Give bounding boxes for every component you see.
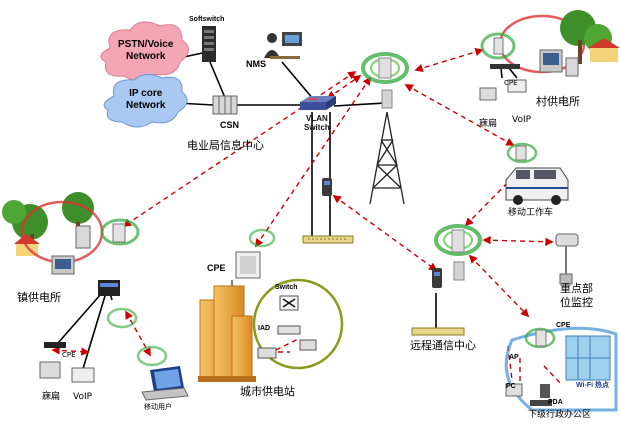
office-cpe-label: CPE (556, 322, 571, 329)
pstn-voice-network-cloud (100, 21, 189, 81)
key-monitor-label: 重点部 位监控 (560, 282, 593, 309)
pstn-cloud-label: PSTN/Voice Network (118, 39, 174, 62)
lower-office-label: 下级行政办公区 (528, 410, 592, 420)
transmission-tower (369, 111, 405, 205)
village-voip-label: VoIP (512, 115, 532, 125)
ip-core-network-cloud (103, 74, 188, 128)
remote-communication-center (411, 224, 482, 336)
surveillance-camera (555, 233, 579, 285)
town-station-label: 镇供电所 (17, 291, 61, 304)
city-supply-station (198, 228, 344, 382)
info-center-label: 电业局信息中心 (187, 139, 264, 152)
ip-cloud-label: IP core Network (126, 88, 166, 111)
vlan-switch-label: VLAN Switch (304, 114, 330, 132)
city-switch-label: Switch (275, 284, 298, 291)
town-fax-label: 寐扁 (42, 392, 61, 402)
lower-office-scene (504, 326, 618, 412)
town-voip-label: VoIP (73, 392, 93, 402)
town-station-scene (2, 192, 140, 383)
vlan-switch-device (300, 96, 336, 110)
nms-workstation (264, 32, 302, 59)
softswitch-server (202, 26, 216, 62)
village-fax-label: 寐扁 (479, 119, 498, 129)
csn-router-rack (212, 95, 238, 115)
wireless-dashed-links (51, 47, 563, 386)
ap-label: AP (509, 354, 519, 361)
mobile-user-laptop (136, 345, 189, 401)
rack-switch-center (302, 235, 354, 244)
pc-label: PC (506, 383, 516, 390)
town-cpe-label: CPE (62, 351, 76, 359)
softswitch-label: Softswitch (189, 16, 225, 23)
mobile-work-vehicle (505, 142, 569, 205)
csn-label: CSN (220, 120, 240, 130)
mobile-user-label: 移动用户 (144, 403, 172, 411)
village-station-scene (479, 10, 620, 101)
pda-label: PDA (548, 399, 563, 406)
remote-center-label: 远程通信中心 (410, 339, 476, 352)
mobile-vehicle-label: 移动工作车 (508, 208, 554, 218)
village-station-label: 村供电所 (536, 95, 580, 108)
city-station-label: 城市供电站 (240, 385, 295, 398)
wifi-hotspot-label: Wi-Fi 热点 (576, 382, 609, 389)
nms-label: NMS (246, 59, 266, 69)
relay-cpe-device (322, 178, 332, 196)
iad-label: IAD (258, 325, 271, 332)
city-cpe-label: CPE (207, 263, 226, 273)
central-base-station (361, 52, 409, 109)
village-cpe-label: CPE (504, 79, 518, 87)
